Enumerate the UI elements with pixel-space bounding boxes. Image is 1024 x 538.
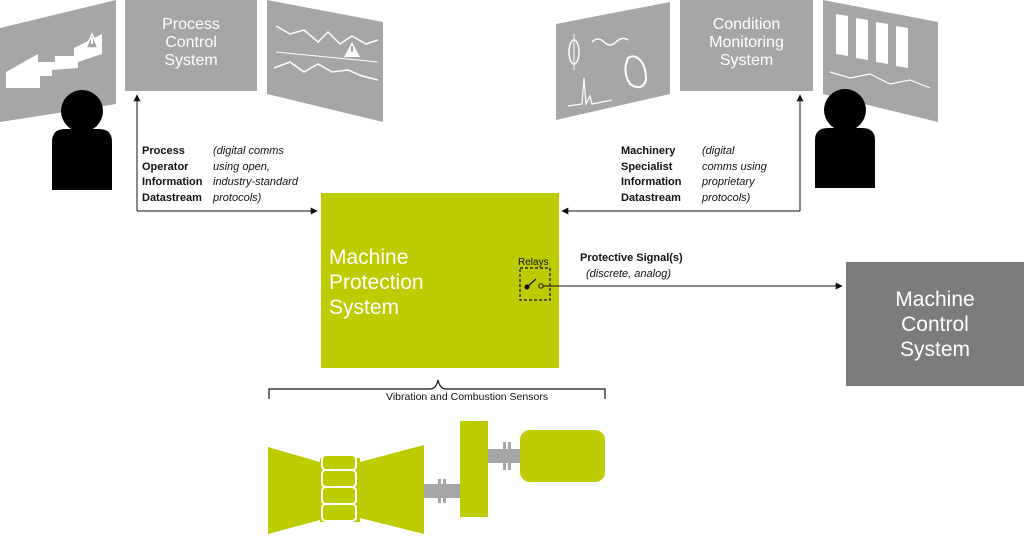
machine-control-title: Machine Control System bbox=[895, 288, 975, 362]
condition-monitoring-title: Condition Monitoring System bbox=[709, 16, 784, 69]
condition-monitoring-box bbox=[680, 0, 813, 91]
vibration-plot-screen-icon bbox=[556, 2, 670, 120]
person-icon bbox=[52, 90, 112, 190]
sensor-bracket bbox=[268, 379, 606, 399]
gas-turbine-train-icon bbox=[268, 421, 605, 534]
relays-label: Relays bbox=[518, 257, 549, 268]
process-control-title: Process Control System bbox=[162, 16, 220, 69]
process-stream-note: (digital comms using open, industry-stan… bbox=[213, 145, 298, 204]
protective-signal-label: Protective Signal(s) bbox=[580, 252, 683, 264]
condition-stream-label: Machinery Specialist Information Datastr… bbox=[621, 145, 682, 204]
process-control-box bbox=[125, 0, 257, 91]
machine-protection-box bbox=[321, 193, 559, 368]
person-icon bbox=[815, 89, 875, 188]
machine-protection-title: Machine Protection System bbox=[329, 246, 424, 320]
trend-alarm-screen-icon bbox=[267, 0, 383, 122]
process-stream-label: Process Operator Information Datastream bbox=[142, 145, 203, 204]
process-datastream-connector bbox=[133, 94, 318, 215]
machine-control-box bbox=[846, 262, 1024, 386]
sensors-label: Vibration and Combustion Sensors bbox=[386, 391, 549, 403]
relay-switch-icon bbox=[519, 267, 551, 301]
protective-signal-note: (discrete, analog) bbox=[586, 268, 671, 280]
condition-datastream-connector bbox=[561, 94, 804, 215]
condition-stream-note: (digital comms using proprietary protoco… bbox=[702, 145, 767, 204]
